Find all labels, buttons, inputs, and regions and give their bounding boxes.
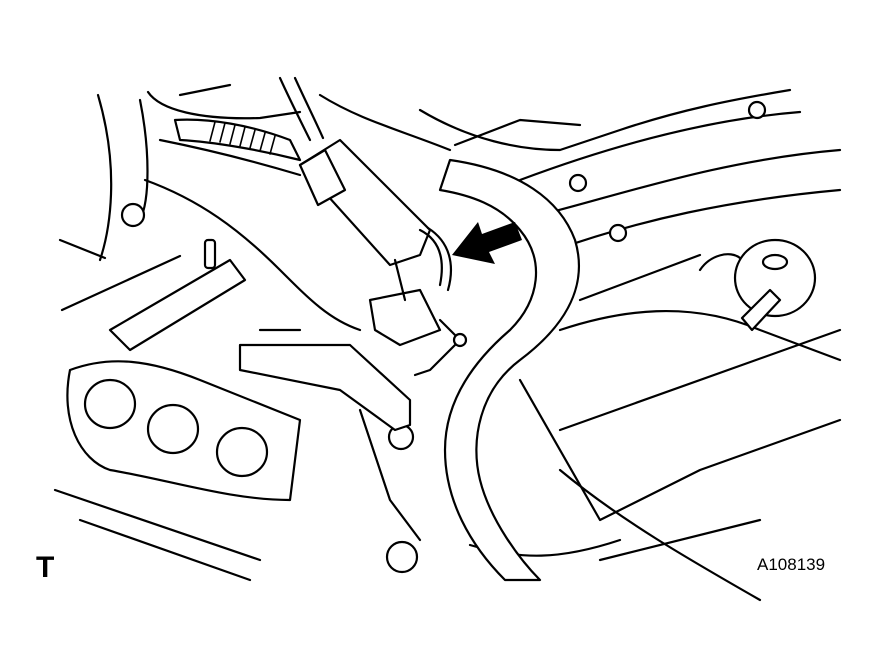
corner-letter: T: [36, 551, 55, 584]
intake-manifold: [53, 360, 302, 582]
body-frame-outline: [58, 83, 842, 602]
pointer-arrow: [452, 222, 522, 264]
sensor-connector: [298, 138, 468, 377]
link-arm: [108, 258, 422, 542]
wire-harness: [173, 76, 325, 162]
bolts: [120, 100, 767, 574]
center-bracket: [438, 158, 580, 582]
right-round-component: [698, 238, 817, 332]
figure-code: A108139: [757, 555, 826, 574]
